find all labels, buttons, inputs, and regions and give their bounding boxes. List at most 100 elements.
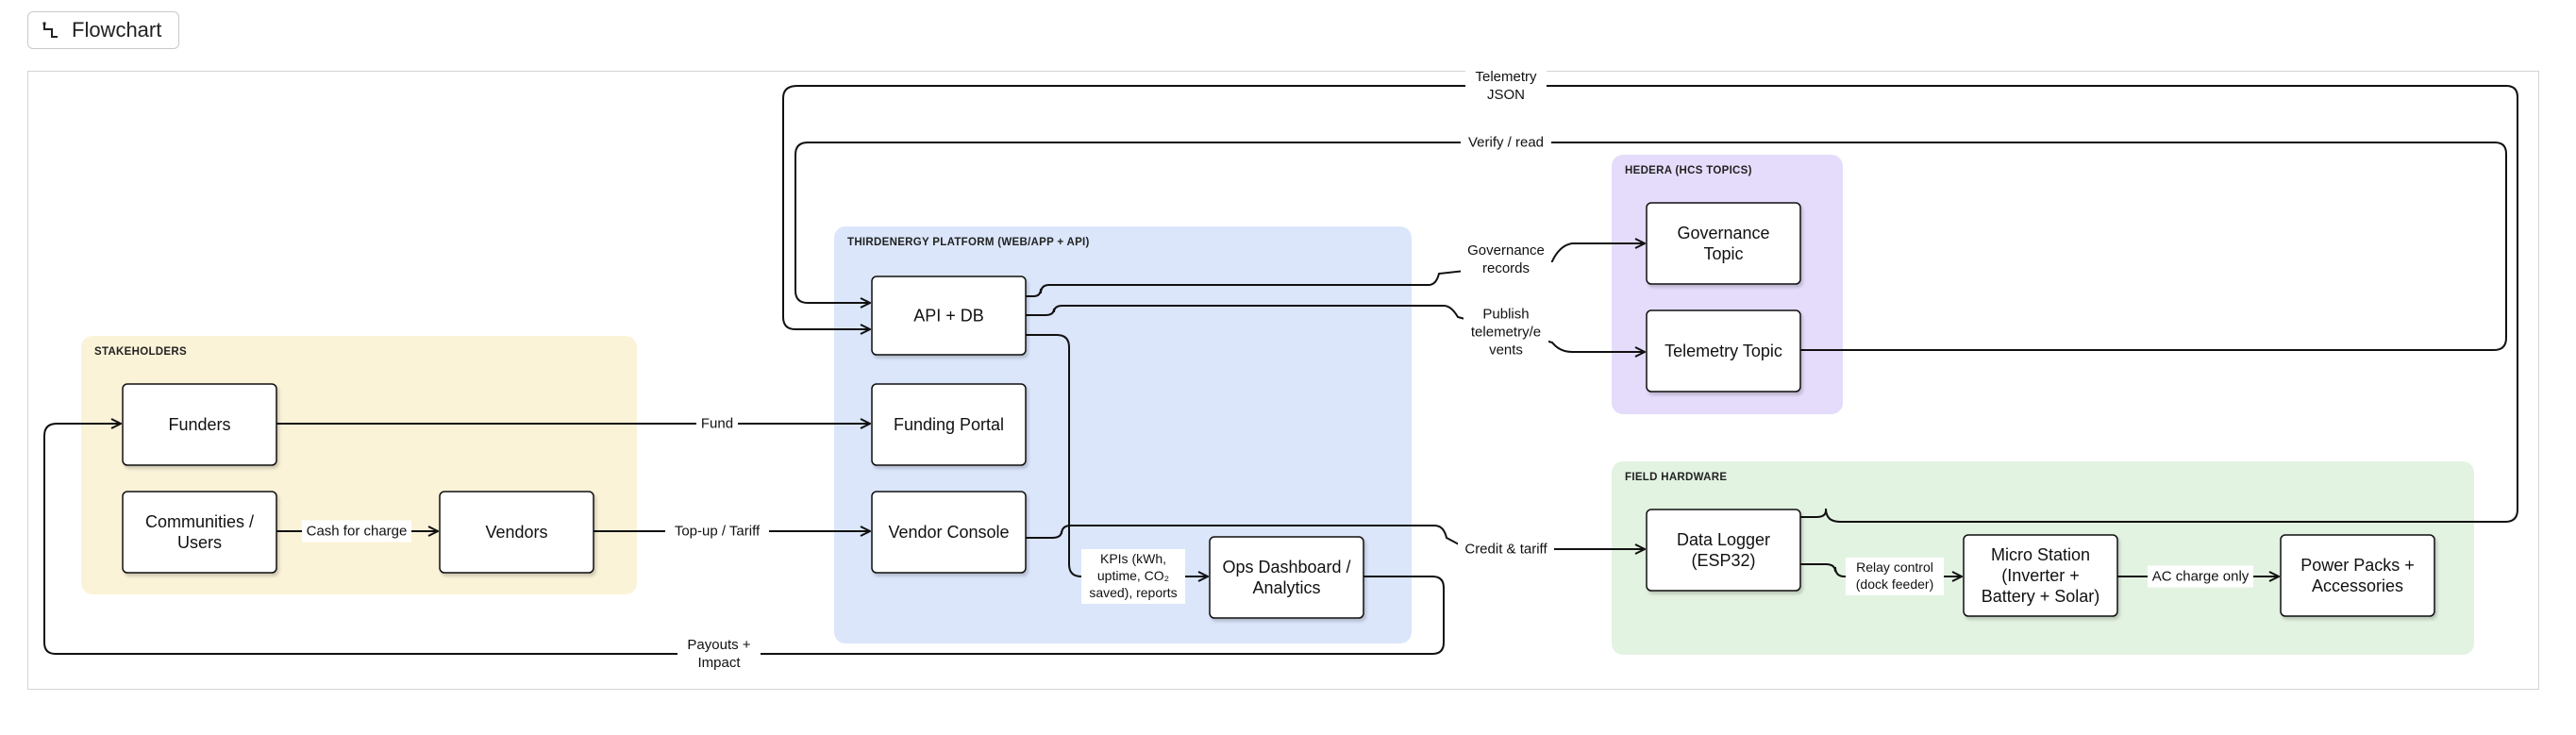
node-label: Governance [1677,224,1769,242]
node-telemetry-topic[interactable]: Telemetry Topic [1646,309,1801,393]
edge-label-text: Publish [1482,307,1529,323]
node-box [871,491,1027,574]
edge-label-text: Relay control [1856,560,1933,575]
node-micro-station[interactable]: Micro Station (Inverter + Battery + Solar) [1963,534,2118,617]
node-power-packs[interactable]: Power Packs +Accessories [2280,534,2435,617]
node-box [1963,534,2118,617]
edge-label-text: uptime, CO₂ [1097,568,1169,583]
node-box [2280,534,2435,617]
edge-label-fund: Fund [696,412,738,435]
node-label: (ESP32) [1691,551,1755,570]
edge-label-text: Governance [1467,242,1545,259]
edge-label-bg [665,520,769,543]
group-platform-title: THIRDENERGY PLATFORM (WEB/APP + API) [847,237,1090,248]
edge-label-bg [1458,538,1554,560]
flowchart-button[interactable]: Flowchart [27,11,180,49]
edge-verify-read [795,142,2507,351]
edge-label-text: telemetry/e [1471,325,1541,341]
edge-label-text: Top-up / Tariff [675,524,761,540]
node-label: Users [177,533,222,552]
node-ops-dashboard[interactable]: Ops Dashboard / Analytics [1209,536,1364,619]
node-api-db[interactable]: API + DB [871,276,1027,356]
edge-label-bg [677,634,761,674]
edge-label-bg [302,520,411,543]
node-box [1646,202,1801,285]
edge-label-text: Telemetry [1475,69,1537,85]
edge-label-bg [1081,549,1185,604]
node-box [871,383,1027,466]
node-label: API + DB [913,307,984,326]
edge-publish-telemetry [1026,305,1645,352]
node-box [439,491,594,574]
edge-label-bg [1465,66,1547,106]
node-label: Telemetry Topic [1664,342,1782,360]
edge-label-text: Payouts + [687,637,750,653]
edge-label-text: vents [1489,342,1523,359]
node-label: Micro Station [1991,545,2090,564]
node-communities[interactable]: Communities / Users [122,491,277,574]
node-box [122,491,277,574]
node-label: Ops Dashboard / [1222,558,1350,576]
edge-label-ac-charge-only: AC charge only [2148,565,2253,588]
edge-label-verify-read: Verify / read [1461,131,1551,154]
node-label: Funding Portal [894,415,1004,434]
edge-kpis [1026,334,1208,576]
node-box [1646,309,1801,393]
edge-label-text: Fund [701,416,733,432]
edge-label-cash-for-charge: Cash for charge [302,520,411,543]
node-box [122,383,277,466]
edge-label-text: (dock feeder) [1856,576,1933,592]
edge-label-bg [1464,303,1548,361]
node-label: Power Packs + [2300,556,2415,575]
edge-label-bg [2148,565,2253,588]
group-hardware-title: FIELD HARDWARE [1625,472,1727,483]
edge-label-bg [1461,240,1551,279]
edge-label-text: Credit & tariff [1464,542,1547,558]
edge-label-kpis: KPIs (kWh, uptime, CO₂ saved), reports [1081,549,1185,604]
node-box [1209,536,1364,619]
edge-label-bg [1461,131,1551,154]
node-label: Accessories [2312,576,2403,595]
node-label: Data Logger [1677,530,1770,549]
node-data-logger[interactable]: Data Logger (ESP32) [1646,509,1801,592]
node-label: Communities / [145,512,254,531]
node-label: Topic [1703,244,1743,263]
edge-label-payouts-impact: Payouts + Impact [677,634,761,674]
edge-label-relay-control: Relay control(dock feeder) [1846,558,1944,595]
edge-label-text: AC charge only [2152,569,2250,585]
flowchart-label: Flowchart [72,18,162,42]
node-label: Analytics [1252,578,1320,597]
edge-label-text: records [1482,260,1530,276]
node-vendors[interactable]: Vendors [439,491,594,574]
node-funding-portal[interactable]: Funding Portal [871,383,1027,466]
group-hedera-title: HEDERA (HCS TOPICS) [1625,165,1752,176]
edge-label-credit-tariff: Credit & tariff [1458,538,1554,560]
edge-label-bg [1846,558,1944,595]
edge-governance-records [1026,243,1645,297]
edge-label-text: KPIs (kWh, [1100,551,1166,566]
edge-label-text: Cash for charge [307,524,408,540]
node-label: Vendor Console [888,523,1009,542]
node-box [871,276,1027,356]
node-funders[interactable]: Funders [122,383,277,466]
node-label: Funders [168,415,230,434]
edge-label-bg [696,412,738,435]
edge-telemetry-json [782,85,2518,523]
edge-label-text: JSON [1487,87,1525,103]
node-vendor-console[interactable]: Vendor Console [871,491,1027,574]
flowchart-icon [42,22,58,38]
edge-relay-control [1800,563,1962,576]
edge-label-text: saved), reports [1089,585,1177,600]
edge-label-topup-tariff: Top-up / Tariff [665,520,769,543]
edge-label-text: Impact [697,655,741,671]
node-box [1646,509,1801,592]
node-label: Vendors [485,523,547,542]
node-label: Battery + Solar) [1982,587,2100,606]
node-label: (Inverter + [2001,566,2080,585]
edge-label-text: Verify / read [1468,135,1544,151]
